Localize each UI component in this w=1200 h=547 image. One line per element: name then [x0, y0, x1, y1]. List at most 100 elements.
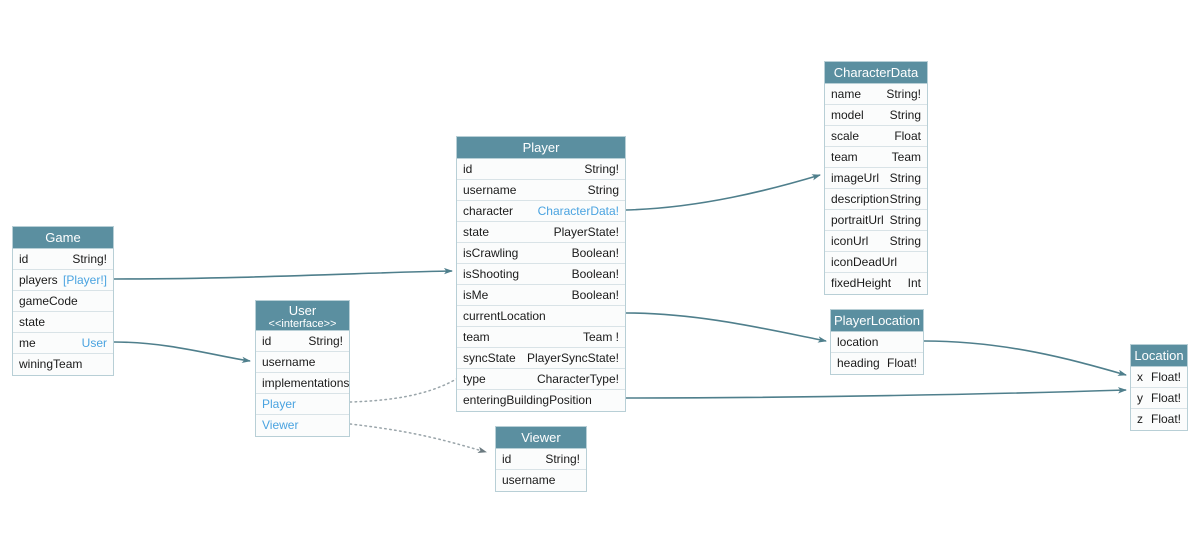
field-row[interactable]: imageUrl String: [825, 168, 927, 189]
field-row[interactable]: portraitUrl String: [825, 210, 927, 231]
field-row[interactable]: winingTeam Team: [13, 354, 113, 375]
field-row[interactable]: iconUrl String: [825, 231, 927, 252]
field-name: id: [19, 252, 29, 266]
field-row[interactable]: y Float!: [1131, 388, 1187, 409]
field-name: name: [831, 87, 862, 101]
field-row[interactable]: players [Player!]: [13, 270, 113, 291]
entity-location[interactable]: Location x Float! y Float! z Float!: [1130, 344, 1188, 431]
field-type: Float: [894, 129, 921, 143]
field-type: PlayerState!: [553, 225, 619, 239]
field-name: id: [262, 334, 272, 348]
field-row[interactable]: id String!: [457, 159, 625, 180]
field-row[interactable]: gameCode String!: [13, 291, 113, 312]
field-name: isShooting: [463, 267, 520, 281]
field-row[interactable]: character CharacterData!: [457, 201, 625, 222]
field-name: heading: [837, 356, 880, 370]
field-row[interactable]: state PlayerState!: [457, 222, 625, 243]
field-row[interactable]: isMe Boolean!: [457, 285, 625, 306]
field-row[interactable]: syncState PlayerSyncState!: [457, 348, 625, 369]
field-type: String: [889, 192, 921, 206]
field-row[interactable]: team Team: [825, 147, 927, 168]
field-name: me: [19, 336, 36, 350]
entity-playerlocation[interactable]: PlayerLocation location Location! headin…: [830, 309, 924, 375]
field-name: description: [831, 192, 890, 206]
field-row[interactable]: z Float!: [1131, 409, 1187, 430]
field-type: String: [587, 183, 619, 197]
entity-player[interactable]: Player id String! username String charac…: [456, 136, 626, 412]
field-row[interactable]: username String: [496, 470, 586, 491]
field-row[interactable]: isShooting Boolean!: [457, 264, 625, 285]
field-row[interactable]: isCrawling Boolean!: [457, 243, 625, 264]
entity-user[interactable]: User <<interface>> id String! username S…: [255, 300, 350, 437]
field-row[interactable]: location Location!: [831, 332, 923, 353]
field-type: Team !: [582, 330, 619, 344]
field-name: winingTeam: [19, 357, 83, 371]
field-row[interactable]: me User: [13, 333, 113, 354]
entity-characterdata-title: CharacterData: [825, 62, 927, 84]
entity-playerlocation-title: PlayerLocation: [831, 310, 923, 332]
entity-game-title: Game: [13, 227, 113, 249]
field-type: Boolean!: [571, 246, 619, 260]
connector-user-implements-viewer: [349, 423, 487, 453]
field-row[interactable]: team Team !: [457, 327, 625, 348]
entity-characterdata[interactable]: CharacterData name String! model String …: [824, 61, 928, 295]
field-name: scale: [831, 129, 860, 143]
field-type[interactable]: User: [81, 336, 107, 350]
field-type: String!: [584, 162, 619, 176]
field-name: isMe: [463, 288, 489, 302]
field-type: Int: [907, 276, 921, 290]
field-row[interactable]: iconDeadUrl String: [825, 252, 927, 273]
field-name: x: [1137, 370, 1143, 384]
entity-game[interactable]: Game id String! players [Player!] gameCo…: [12, 226, 114, 376]
field-row[interactable]: name String!: [825, 84, 927, 105]
connector-player-enteringbuildingposition-to-location: [625, 387, 1127, 399]
field-name: username: [262, 355, 316, 369]
entity-viewer[interactable]: Viewer id String! username String: [495, 426, 587, 492]
entity-player-title: Player: [457, 137, 625, 159]
field-row[interactable]: description String: [825, 189, 927, 210]
field-row[interactable]: username String: [256, 352, 349, 373]
field-type: String!: [72, 252, 107, 266]
field-row[interactable]: id String!: [256, 331, 349, 352]
implementation-row-player[interactable]: Player: [256, 394, 349, 415]
field-name: team: [463, 330, 490, 344]
field-row[interactable]: id String!: [13, 249, 113, 270]
field-row[interactable]: heading Float!: [831, 353, 923, 374]
field-row[interactable]: currentLocation PlayerLocation!: [457, 306, 625, 327]
field-type: Float!: [886, 356, 917, 370]
connector-player-currentlocation-to-playerlocation: [625, 312, 827, 343]
field-name: iconUrl: [831, 234, 869, 248]
field-row[interactable]: fixedHeight Int: [825, 273, 927, 294]
field-type: String: [889, 213, 921, 227]
field-row[interactable]: state GameState!: [13, 312, 113, 333]
field-row[interactable]: id String!: [496, 449, 586, 470]
entity-user-name: User: [288, 303, 317, 318]
field-type: String: [889, 108, 921, 122]
field-row[interactable]: scale Float: [825, 126, 927, 147]
field-row[interactable]: type CharacterType!: [457, 369, 625, 390]
field-name: location: [837, 335, 879, 349]
field-type: String: [889, 171, 921, 185]
field-name: iconDeadUrl: [831, 255, 898, 269]
field-row[interactable]: enteringBuildingPosition Location: [457, 390, 625, 411]
entity-location-title: Location: [1131, 345, 1187, 367]
field-name: gameCode: [19, 294, 78, 308]
field-name: username: [463, 183, 517, 197]
field-row[interactable]: username String: [457, 180, 625, 201]
field-type: Boolean!: [571, 288, 619, 302]
field-type: Float!: [1150, 391, 1181, 405]
field-type: String!: [886, 87, 921, 101]
field-type: String!: [545, 452, 580, 466]
field-row[interactable]: model String: [825, 105, 927, 126]
field-name: model: [831, 108, 864, 122]
field-name: username: [502, 473, 556, 487]
field-row[interactable]: x Float!: [1131, 367, 1187, 388]
connector-player-character-to-characterdata: [625, 174, 821, 211]
field-type[interactable]: [Player!]: [62, 273, 107, 287]
implementation-row-viewer[interactable]: Viewer: [256, 415, 349, 436]
entity-user-stereotype: <<interface>>: [268, 318, 337, 330]
field-type[interactable]: CharacterData!: [537, 204, 619, 218]
field-name: team: [831, 150, 858, 164]
field-name: type: [463, 372, 486, 386]
